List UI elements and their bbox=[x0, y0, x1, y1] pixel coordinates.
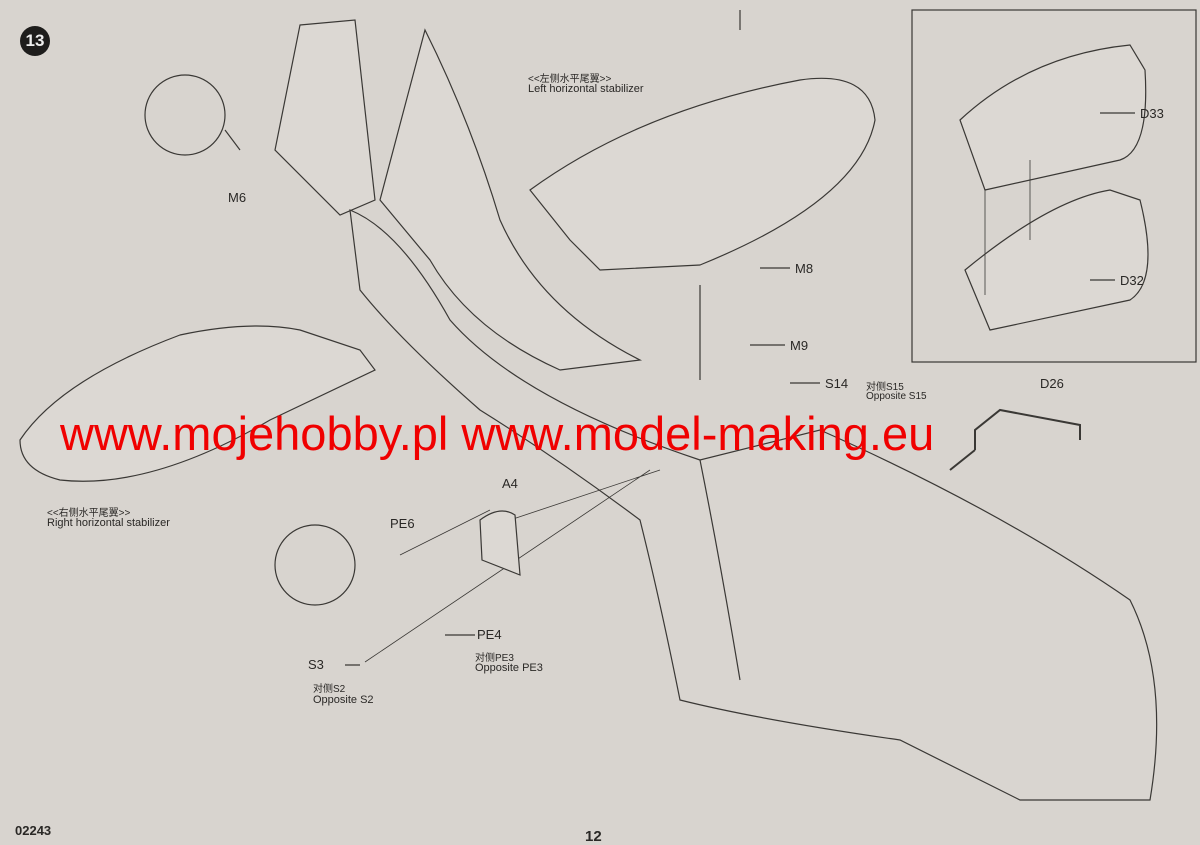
inset-frame bbox=[911, 9, 1197, 363]
callout-m6-detail bbox=[144, 74, 226, 156]
right-stabilizer-label: Right horizontal stabilizer bbox=[47, 517, 170, 529]
leader-line bbox=[984, 160, 1031, 295]
part-m8-label: M8 bbox=[795, 261, 814, 276]
part-a4-drawing bbox=[479, 510, 521, 576]
part-s2-label: Opposite S2 bbox=[313, 694, 374, 706]
product-code: 02243 bbox=[15, 823, 52, 838]
page-number: 12 bbox=[585, 828, 602, 845]
left-stabilizer-part bbox=[529, 77, 876, 271]
part-s15-cn-label: 对侧S15 bbox=[866, 382, 904, 393]
part-s14-label: S14 bbox=[825, 376, 849, 391]
part-m9-label: M9 bbox=[790, 338, 809, 353]
step-number-badge: 13 bbox=[20, 26, 50, 56]
watermark: www.mojehobby.pl www.model-making.eu bbox=[60, 407, 935, 460]
part-d32-drawing bbox=[964, 189, 1149, 331]
part-pe6-label: PE6 bbox=[390, 516, 415, 531]
rudder bbox=[274, 19, 376, 216]
panel-line bbox=[699, 459, 741, 681]
part-d26-label: D26 bbox=[1040, 376, 1064, 391]
callout-pe6-detail bbox=[274, 524, 356, 606]
part-s15-label: Opposite S15 bbox=[866, 391, 927, 402]
left-stabilizer-label: Left horizontal stabilizer bbox=[528, 83, 644, 95]
part-pe4-label: PE4 bbox=[477, 627, 502, 642]
right-stabilizer-part bbox=[19, 325, 376, 482]
part-d33-drawing bbox=[959, 44, 1147, 191]
part-pe3-cn-label: 对侧PE3 bbox=[475, 653, 514, 664]
right-stabilizer-cn-label: <<右侧水平尾翼>> bbox=[47, 508, 131, 519]
part-d33-label: D33 bbox=[1140, 106, 1164, 121]
part-d26-drawing bbox=[949, 408, 1081, 471]
part-s3-label: S3 bbox=[308, 657, 324, 672]
vertical-fin bbox=[379, 28, 643, 371]
fuselage bbox=[349, 209, 1158, 801]
leader-line bbox=[345, 112, 1135, 666]
part-pe3-label: Opposite PE3 bbox=[475, 662, 543, 674]
part-m6-label: M6 bbox=[228, 190, 247, 205]
part-d32-label: D32 bbox=[1120, 273, 1144, 288]
part-a4-label: A4 bbox=[502, 476, 518, 491]
left-stabilizer-cn-label: <<左侧水平尾翼>> bbox=[528, 74, 612, 85]
leader-line bbox=[224, 129, 241, 151]
part-s2-cn-label: 对侧S2 bbox=[313, 684, 346, 695]
